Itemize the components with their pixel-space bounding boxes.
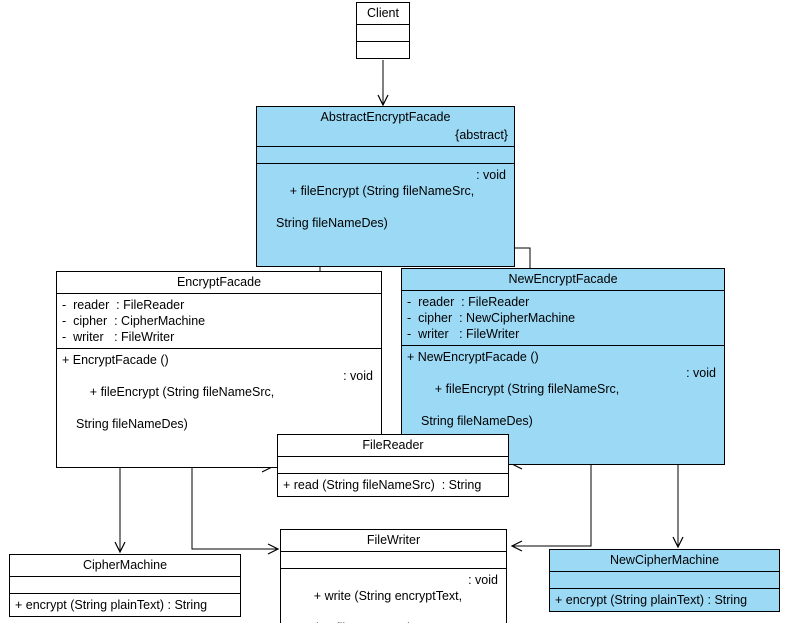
- attribute-writer: - writer : FileWriter: [62, 330, 175, 344]
- class-attributes-client: [357, 24, 409, 41]
- class-operations-abstract-encrypt-facade: + fileEncrypt (String fileNameSrc,: void…: [257, 163, 514, 266]
- class-operations-file-writer: + write (String encryptText, : void Strin…: [281, 568, 506, 623]
- class-operations-cipher-machine: + encrypt (String plainText) : String: [10, 593, 240, 616]
- operation-fileencrypt-signature: + fileEncrypt (String fileNameSrc,: [289, 184, 475, 198]
- attribute-cipher: - cipher : NewCipherMachine: [407, 311, 576, 325]
- operation-newencryptfacade-fileencrypt: + fileEncrypt (String fileNameSrc, : void…: [407, 365, 720, 461]
- operation-newencryptfacade-fileencrypt-cont: String fileNameDes): [421, 414, 533, 428]
- operation-newencryptfacade-fileencrypt-signature: + fileEncrypt (String fileNameSrc,: [434, 382, 620, 396]
- class-box-file-writer[interactable]: FileWriter + write (String encryptText,:…: [280, 529, 507, 623]
- attribute-writer: - writer : FileWriter: [407, 327, 520, 341]
- attribute-cipher: - cipher : CipherMachine: [62, 314, 206, 328]
- operation-read: + read (String fileNameSrc) : String: [283, 478, 482, 492]
- operation-fileencrypt: + fileEncrypt (String fileNameSrc,: void…: [262, 167, 510, 263]
- operation-encryptfacade-ctor: + EncryptFacade (): [62, 353, 169, 367]
- operation-write-signature: + write (String encryptText,: [313, 589, 463, 603]
- operation-encryptfacade-fileencrypt-return: : void: [343, 369, 373, 383]
- class-attributes-abstract-encrypt-facade: [257, 146, 514, 163]
- operation-fileencrypt-return: : void: [476, 168, 506, 182]
- class-attributes-encrypt-facade: - reader : FileReader - cipher : CipherM…: [57, 293, 381, 348]
- class-name-new-encrypt-facade: NewEncryptFacade: [508, 272, 618, 286]
- class-stereotype-abstract: {abstract}: [455, 128, 508, 142]
- class-attributes-file-reader: [278, 456, 508, 473]
- attribute-reader: - reader : FileReader: [407, 295, 530, 309]
- class-operations-file-reader: + read (String fileNameSrc) : String: [278, 473, 508, 496]
- operation-newencryptfacade-ctor: + NewEncryptFacade (): [407, 350, 539, 364]
- class-box-file-reader[interactable]: FileReader + read (String fileNameSrc) :…: [277, 434, 509, 497]
- class-box-abstract-encrypt-facade[interactable]: AbstractEncryptFacade {abstract} + fileE…: [256, 106, 515, 267]
- class-attributes-new-encrypt-facade: - reader : FileReader - cipher : NewCiph…: [402, 290, 724, 345]
- class-attributes-new-cipher-machine: [550, 571, 779, 588]
- class-attributes-cipher-machine: [10, 576, 240, 593]
- class-box-new-encrypt-facade[interactable]: NewEncryptFacade - reader : FileReader -…: [401, 268, 725, 465]
- operation-newencryptfacade-fileencrypt-return: : void: [686, 366, 716, 380]
- operation-write: + write (String encryptText, : void Strin…: [286, 572, 502, 623]
- class-attributes-file-writer: [281, 551, 506, 568]
- class-operations-new-cipher-machine: + encrypt (String plainText) : String: [550, 588, 779, 611]
- class-name-abstract-encrypt-facade: AbstractEncryptFacade: [320, 110, 451, 124]
- class-operations-client: [357, 41, 409, 58]
- class-operations-encrypt-facade: + EncryptFacade () + fileEncrypt (String…: [57, 348, 381, 467]
- class-name-file-writer: FileWriter: [366, 533, 421, 547]
- operation-encrypt: + encrypt (String plainText) : String: [15, 598, 208, 612]
- class-name-encrypt-facade: EncryptFacade: [176, 275, 262, 289]
- operation-fileencrypt-cont: String fileNameDes): [276, 216, 388, 230]
- attribute-reader: - reader : FileReader: [62, 298, 185, 312]
- class-operations-new-encrypt-facade: + NewEncryptFacade () + fileEncrypt (Str…: [402, 345, 724, 464]
- class-box-client[interactable]: Client: [356, 2, 410, 59]
- operation-encryptfacade-fileencrypt-signature: + fileEncrypt (String fileNameSrc,: [89, 385, 275, 399]
- class-box-new-cipher-machine[interactable]: NewCipherMachine + encrypt (String plain…: [549, 549, 780, 612]
- class-header-abstract-encrypt-facade: AbstractEncryptFacade {abstract}: [257, 107, 514, 146]
- class-name-client: Client: [367, 6, 399, 20]
- operation-encrypt: + encrypt (String plainText) : String: [555, 593, 748, 607]
- operation-write-return: : void: [468, 573, 498, 587]
- class-name-file-reader: FileReader: [362, 438, 424, 452]
- class-name-cipher-machine: CipherMachine: [82, 558, 168, 572]
- operation-write-cont: String fileNameDes): [286, 620, 502, 623]
- class-name-new-cipher-machine: NewCipherMachine: [609, 553, 720, 567]
- operation-encryptfacade-fileencrypt: + fileEncrypt (String fileNameSrc, : void…: [62, 368, 377, 464]
- operation-encryptfacade-fileencrypt-cont: String fileNameDes): [76, 417, 188, 431]
- class-box-cipher-machine[interactable]: CipherMachine + encrypt (String plainTex…: [9, 554, 241, 617]
